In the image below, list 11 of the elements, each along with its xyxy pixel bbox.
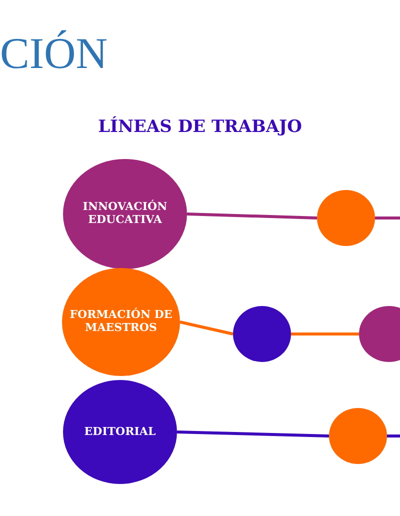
topic-label: FORMACIÓN DE MAESTROS xyxy=(68,309,174,335)
heading-fragment: CIÓN xyxy=(0,32,108,76)
topic-label: INNOVACIÓN EDUCATIVA xyxy=(82,201,168,227)
connector-line xyxy=(180,320,234,336)
section-title: LÍNEAS DE TRABAJO xyxy=(97,117,303,137)
connector-line xyxy=(387,434,400,438)
connector-line xyxy=(291,332,359,336)
connector-line xyxy=(176,430,330,438)
connector-line xyxy=(186,212,318,220)
connector-line xyxy=(375,216,400,220)
topic-label: EDITORIAL xyxy=(83,426,157,438)
